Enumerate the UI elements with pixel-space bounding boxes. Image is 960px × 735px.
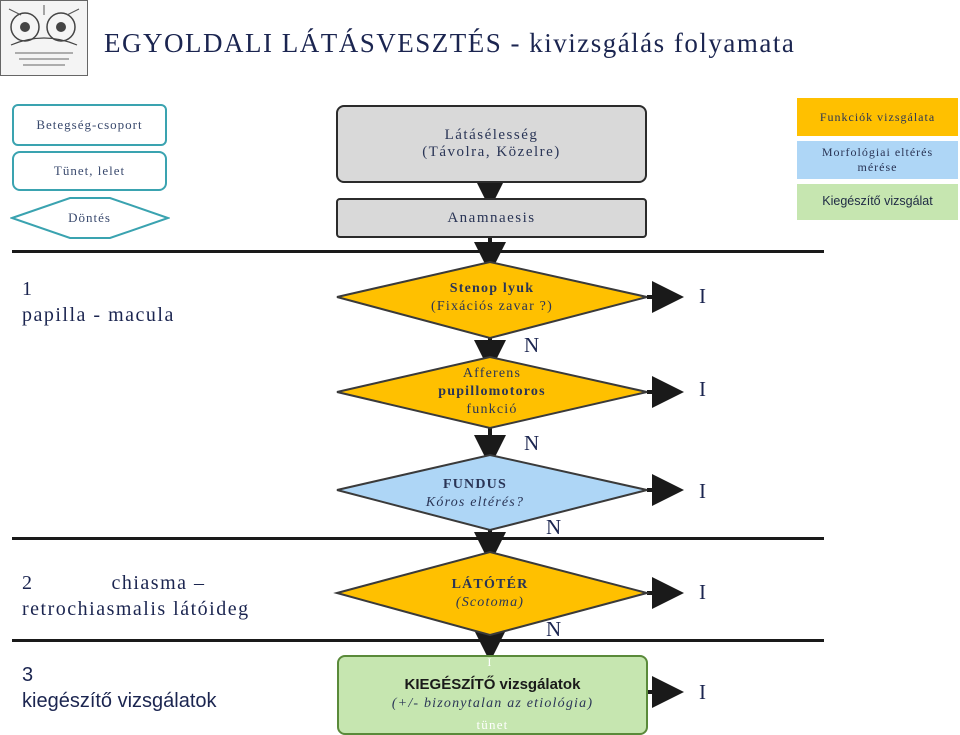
legend-extra-key: Kiegészítő vizsgálat <box>797 184 958 220</box>
branch-yes-1: I <box>699 284 706 308</box>
engraving-logo-icon <box>8 5 80 66</box>
anamnesis-box: Anamnaesis <box>336 198 647 238</box>
stenop-title: Stenop lyuk <box>449 280 535 296</box>
section-2-word: chiasma – <box>111 572 206 594</box>
stenop-diamond <box>336 260 648 340</box>
branch-no-3: N <box>546 515 562 539</box>
visus-label-2: (Távolra, Közelre) <box>422 144 561 160</box>
branch-no-4: N <box>546 617 562 641</box>
branch-no-1: N <box>524 333 540 357</box>
anamnesis-label: Anamnaesis <box>447 209 536 226</box>
legend-function-key: Funkciók vizsgálata <box>797 98 958 136</box>
visus-label-1: Látásélesség <box>444 127 539 143</box>
branch-yes-5: I <box>699 680 706 704</box>
afferens-line-2: pupillomotoros <box>438 383 546 399</box>
section-3-number: 3 <box>22 664 34 686</box>
visus-box: Látásélesség (Távolra, Közelre) <box>336 105 647 183</box>
legend-function-label: Funkciók vizsgálata <box>819 109 936 124</box>
divider-line-2 <box>12 537 824 540</box>
kiegeszito-box <box>337 655 648 735</box>
page-title: EGYOLDALI LÁTÁSVESZTÉS - kivizsgálás fol… <box>104 28 796 58</box>
kiegeszito-mark: I <box>487 655 493 670</box>
branch-yes-3: I <box>699 479 706 503</box>
divider-line-1 <box>12 250 824 253</box>
kiegeszito-text: KIEGÉSZÍTŐ vizsgálatok (+/- bizonytalan … <box>337 672 648 716</box>
stenop-subtitle: (Fixációs zavar ?) <box>431 299 553 314</box>
section-2-line-1: 2 chiasma – <box>22 570 250 596</box>
legend-group-box: Betegség-csoport <box>12 104 167 146</box>
section-1-text: papilla - macula <box>22 304 175 326</box>
legend-decision-shape <box>10 197 170 239</box>
latoter-title: LÁTÓTÉR <box>451 576 529 592</box>
branch-yes-4: I <box>699 580 706 604</box>
afferens-line-1: Afferens <box>462 365 522 381</box>
latoter-text: LÁTÓTÉR (Scotoma) <box>335 572 645 616</box>
section-3-label: 3 kiegészítő vizsgálatok <box>22 662 217 714</box>
legend-group-label: Betegség-csoport <box>36 117 143 132</box>
legend-decision-label: Döntés <box>68 210 111 225</box>
legend-extra-label: Kiegészítő vizsgálat <box>822 194 933 209</box>
latoter-subtitle: (Scotoma) <box>455 595 525 610</box>
logo <box>0 0 88 76</box>
latoter-diamond <box>333 550 651 637</box>
afferens-diamond <box>336 355 648 430</box>
section-2-line-2: retrochiasmalis látóideg <box>22 598 250 620</box>
section-3-text: kiegészítő vizsgálatok <box>22 690 217 712</box>
legend-morph-key: Morfológiai eltérés mérése <box>797 141 958 179</box>
afferens-text: Afferens pupillomotoros funkció <box>337 362 647 422</box>
afferens-line-3: funkció <box>466 402 518 418</box>
fundus-title: FUNDUS <box>443 476 507 492</box>
legend-morph-label-1: Morfológiai eltérés <box>821 145 934 159</box>
section-2-label: 2 chiasma – retrochiasmalis látóideg <box>22 570 250 622</box>
fundus-text: FUNDUS Kóros eltérés? <box>320 472 630 516</box>
legend-symptom-label: Tünet, lelet <box>53 163 126 178</box>
fundus-diamond <box>336 453 648 532</box>
stenop-text: Stenop lyuk (Fixációs zavar ?) <box>337 275 647 321</box>
section-2-number: 2 <box>22 572 34 594</box>
kiegeszito-title: KIEGÉSZÍTŐ vizsgálatok <box>404 676 581 694</box>
legend-morph-label-2: mérése <box>857 160 898 174</box>
branch-yes-2: I <box>699 377 706 401</box>
legend-symptom-box: Tünet, lelet <box>12 151 167 191</box>
section-1-number: 1 <box>22 278 34 300</box>
branch-no-2: N <box>524 431 540 455</box>
kiegeszito-under: tünet <box>476 716 509 732</box>
kiegeszito-subtitle: (+/- bizonytalan az etiológia) <box>391 695 594 711</box>
fundus-subtitle: Kóros eltérés? <box>425 495 525 510</box>
divider-line-3 <box>12 639 824 642</box>
section-1-label: 1 papilla - macula <box>22 276 175 328</box>
